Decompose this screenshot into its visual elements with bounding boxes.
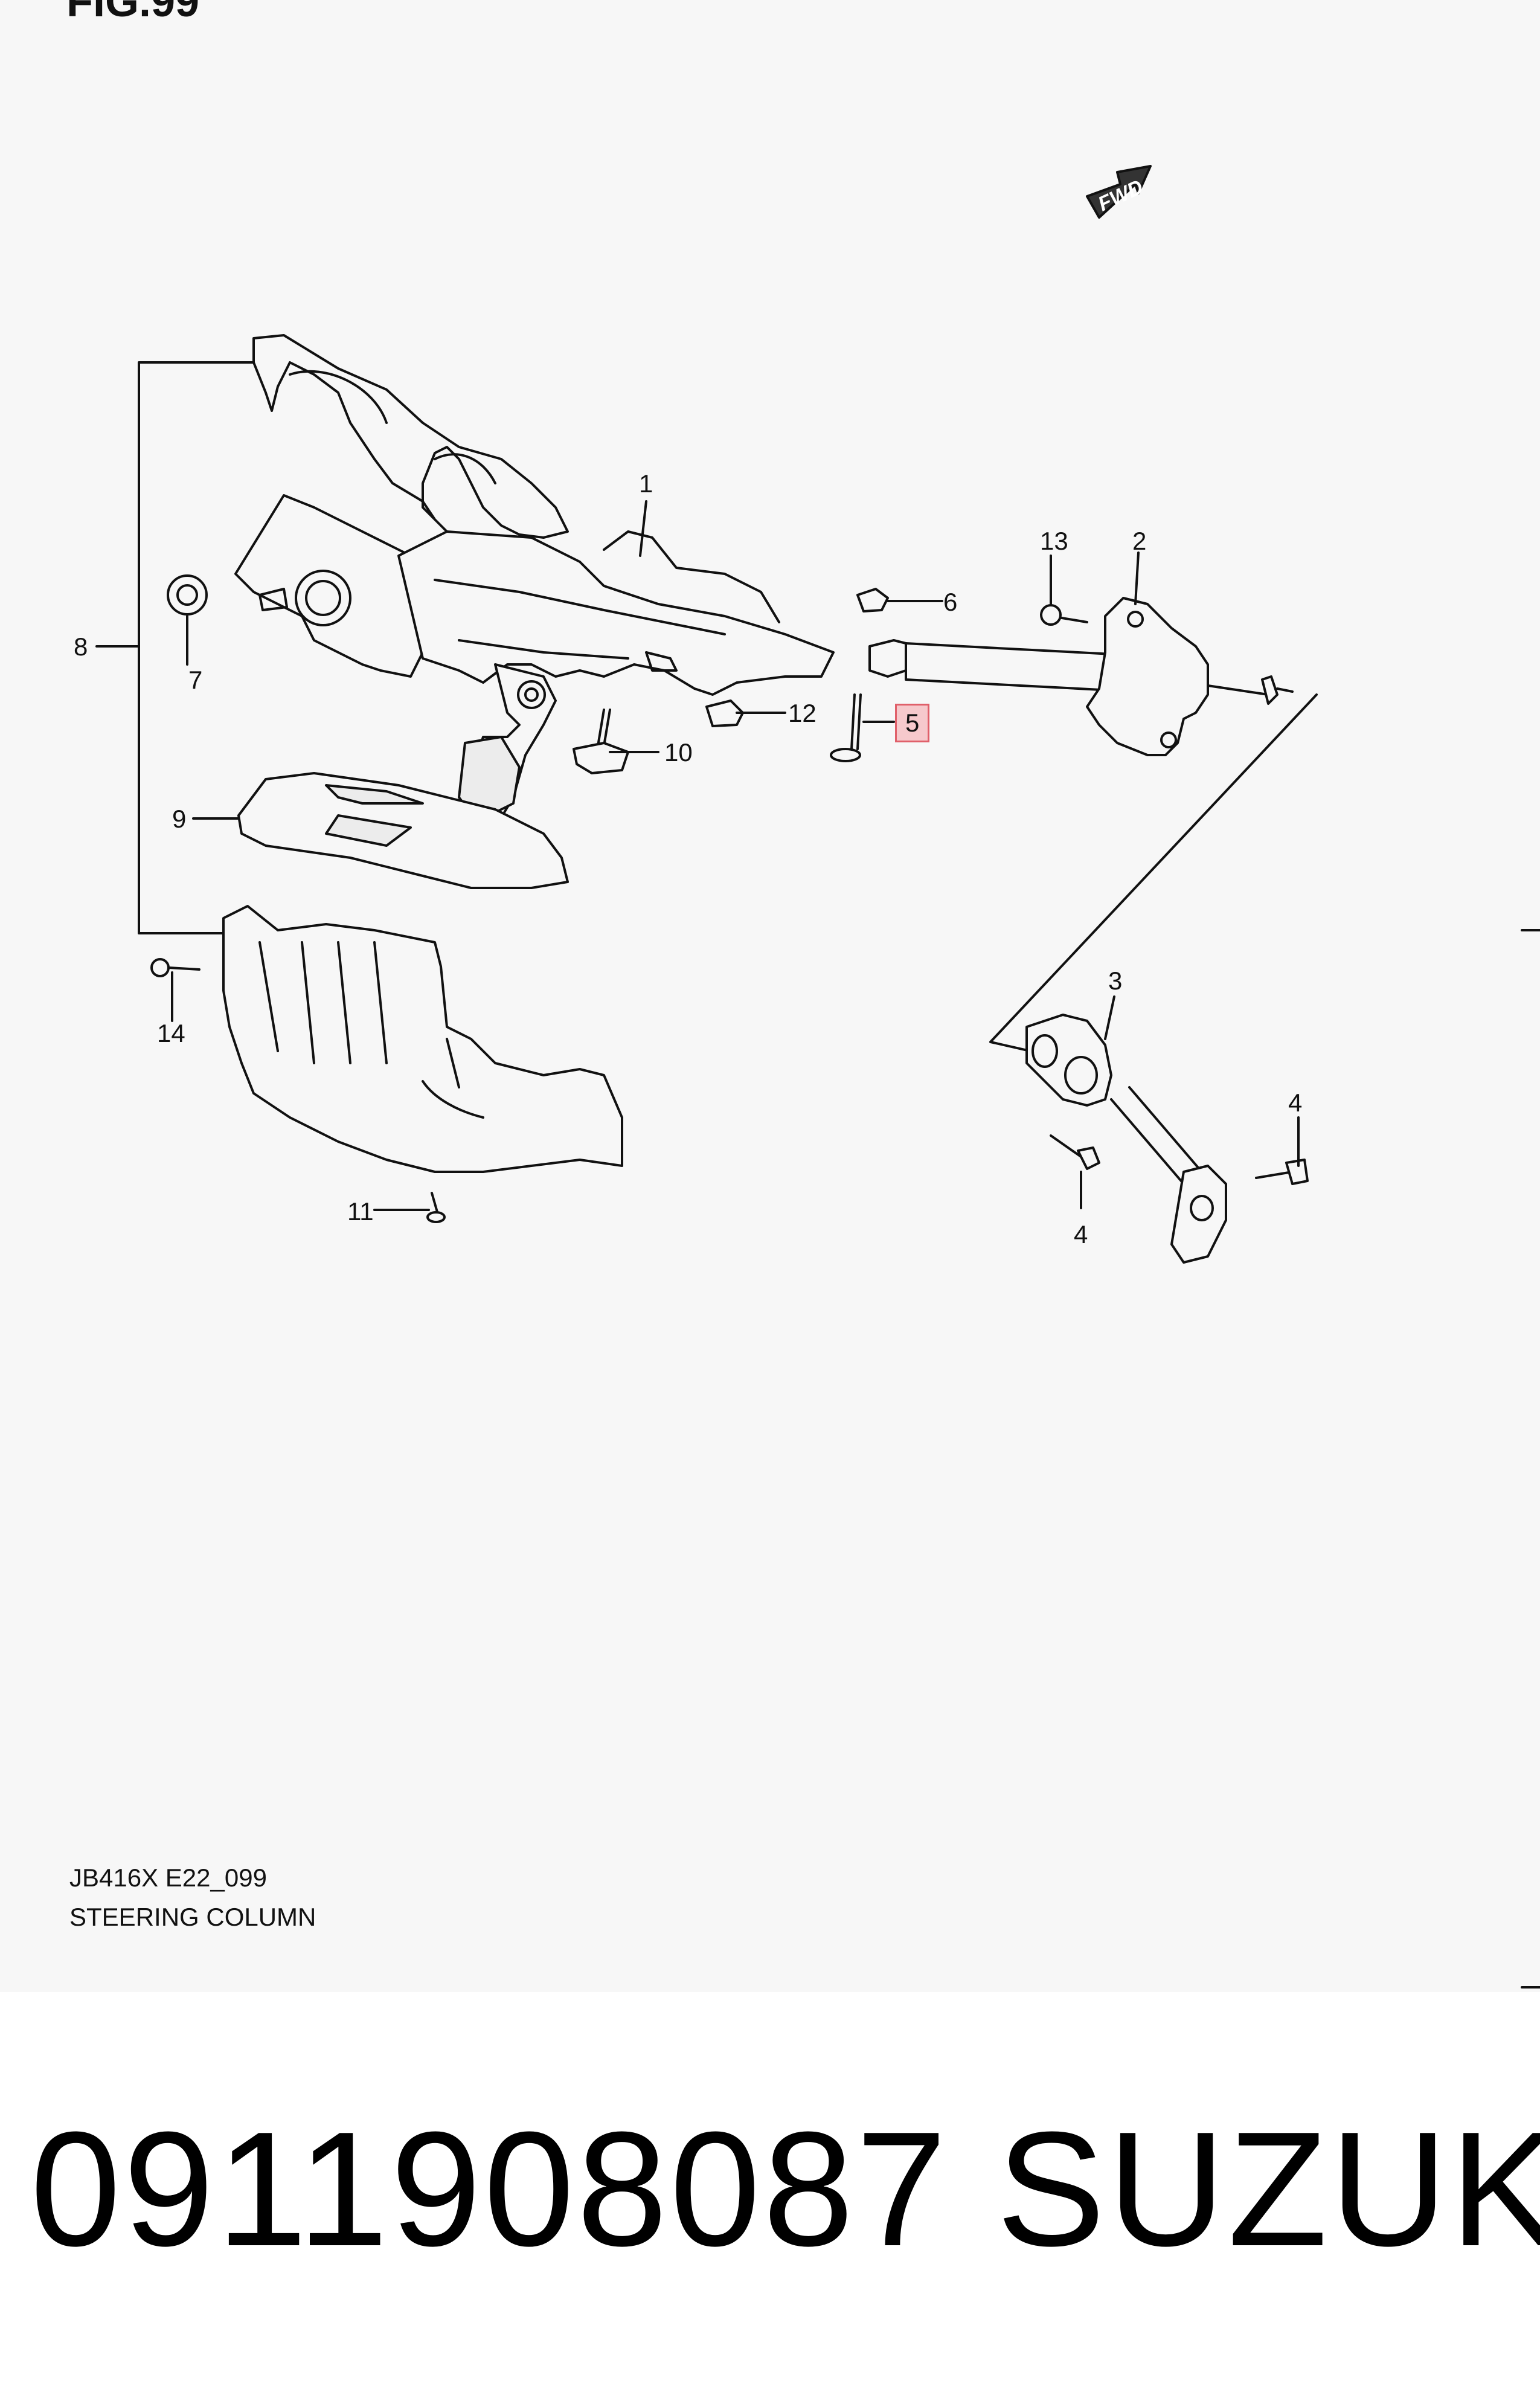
callout-2[interactable]: 2 [1132, 527, 1147, 555]
group-bracket-8 [138, 361, 255, 934]
bolt-4a-icon [1255, 1159, 1309, 1185]
leader-3 [1104, 995, 1115, 1040]
callout-13[interactable]: 13 [1040, 527, 1068, 555]
screw-14-icon [150, 958, 201, 977]
callout-4b[interactable]: 4 [1074, 1220, 1088, 1249]
callout-11[interactable]: 11 [347, 1197, 374, 1226]
nut-12-icon [705, 699, 744, 727]
steering-column-assembly [234, 494, 835, 835]
product-banner [0, 1992, 1540, 2392]
callout-8[interactable]: 8 [74, 632, 88, 661]
diagram-code: JB416X E22_099 [69, 1863, 267, 1892]
callout-9[interactable]: 9 [172, 805, 187, 833]
callout-4a[interactable]: 4 [1288, 1088, 1303, 1117]
brand-name: SUZUKI [996, 2098, 1540, 2280]
bolt-11-icon [426, 1192, 446, 1223]
universal-joint [1025, 1014, 1227, 1264]
figure-title: FIG.99 [66, 0, 200, 26]
upper-column-cover [252, 334, 569, 539]
bolt-10-icon [573, 709, 629, 774]
leader-1 [639, 500, 647, 557]
callout-14[interactable]: 14 [157, 1019, 185, 1047]
callout-6[interactable]: 6 [943, 588, 958, 616]
diagram-sheet: FIG.99 FWD [66, 0, 1540, 1989]
bolt-5-icon [830, 693, 862, 762]
leader-2 [1134, 551, 1140, 605]
bolt-4b-icon [1050, 1134, 1100, 1170]
lower-column-cover [222, 905, 623, 1173]
callout-12[interactable]: 12 [788, 699, 817, 727]
intermediate-shaft [868, 597, 1294, 756]
callout-7[interactable]: 7 [188, 666, 203, 694]
callout-5-highlighted[interactable]: 5 [895, 704, 930, 742]
diagram-title: STEERING COLUMN [69, 1903, 316, 1931]
callout-3[interactable]: 3 [1108, 966, 1123, 995]
steering-column-diagram: FWD [95, 165, 1540, 1989]
fwd-arrow-icon: FWD [1086, 165, 1152, 219]
nut-6-icon [856, 588, 889, 612]
callout-1[interactable]: 1 [639, 469, 653, 498]
nut-7-icon [167, 574, 208, 616]
bolt-13-icon [1040, 604, 1088, 626]
callout-10[interactable]: 10 [664, 738, 693, 767]
part-number: 0911908087 [30, 2098, 949, 2280]
